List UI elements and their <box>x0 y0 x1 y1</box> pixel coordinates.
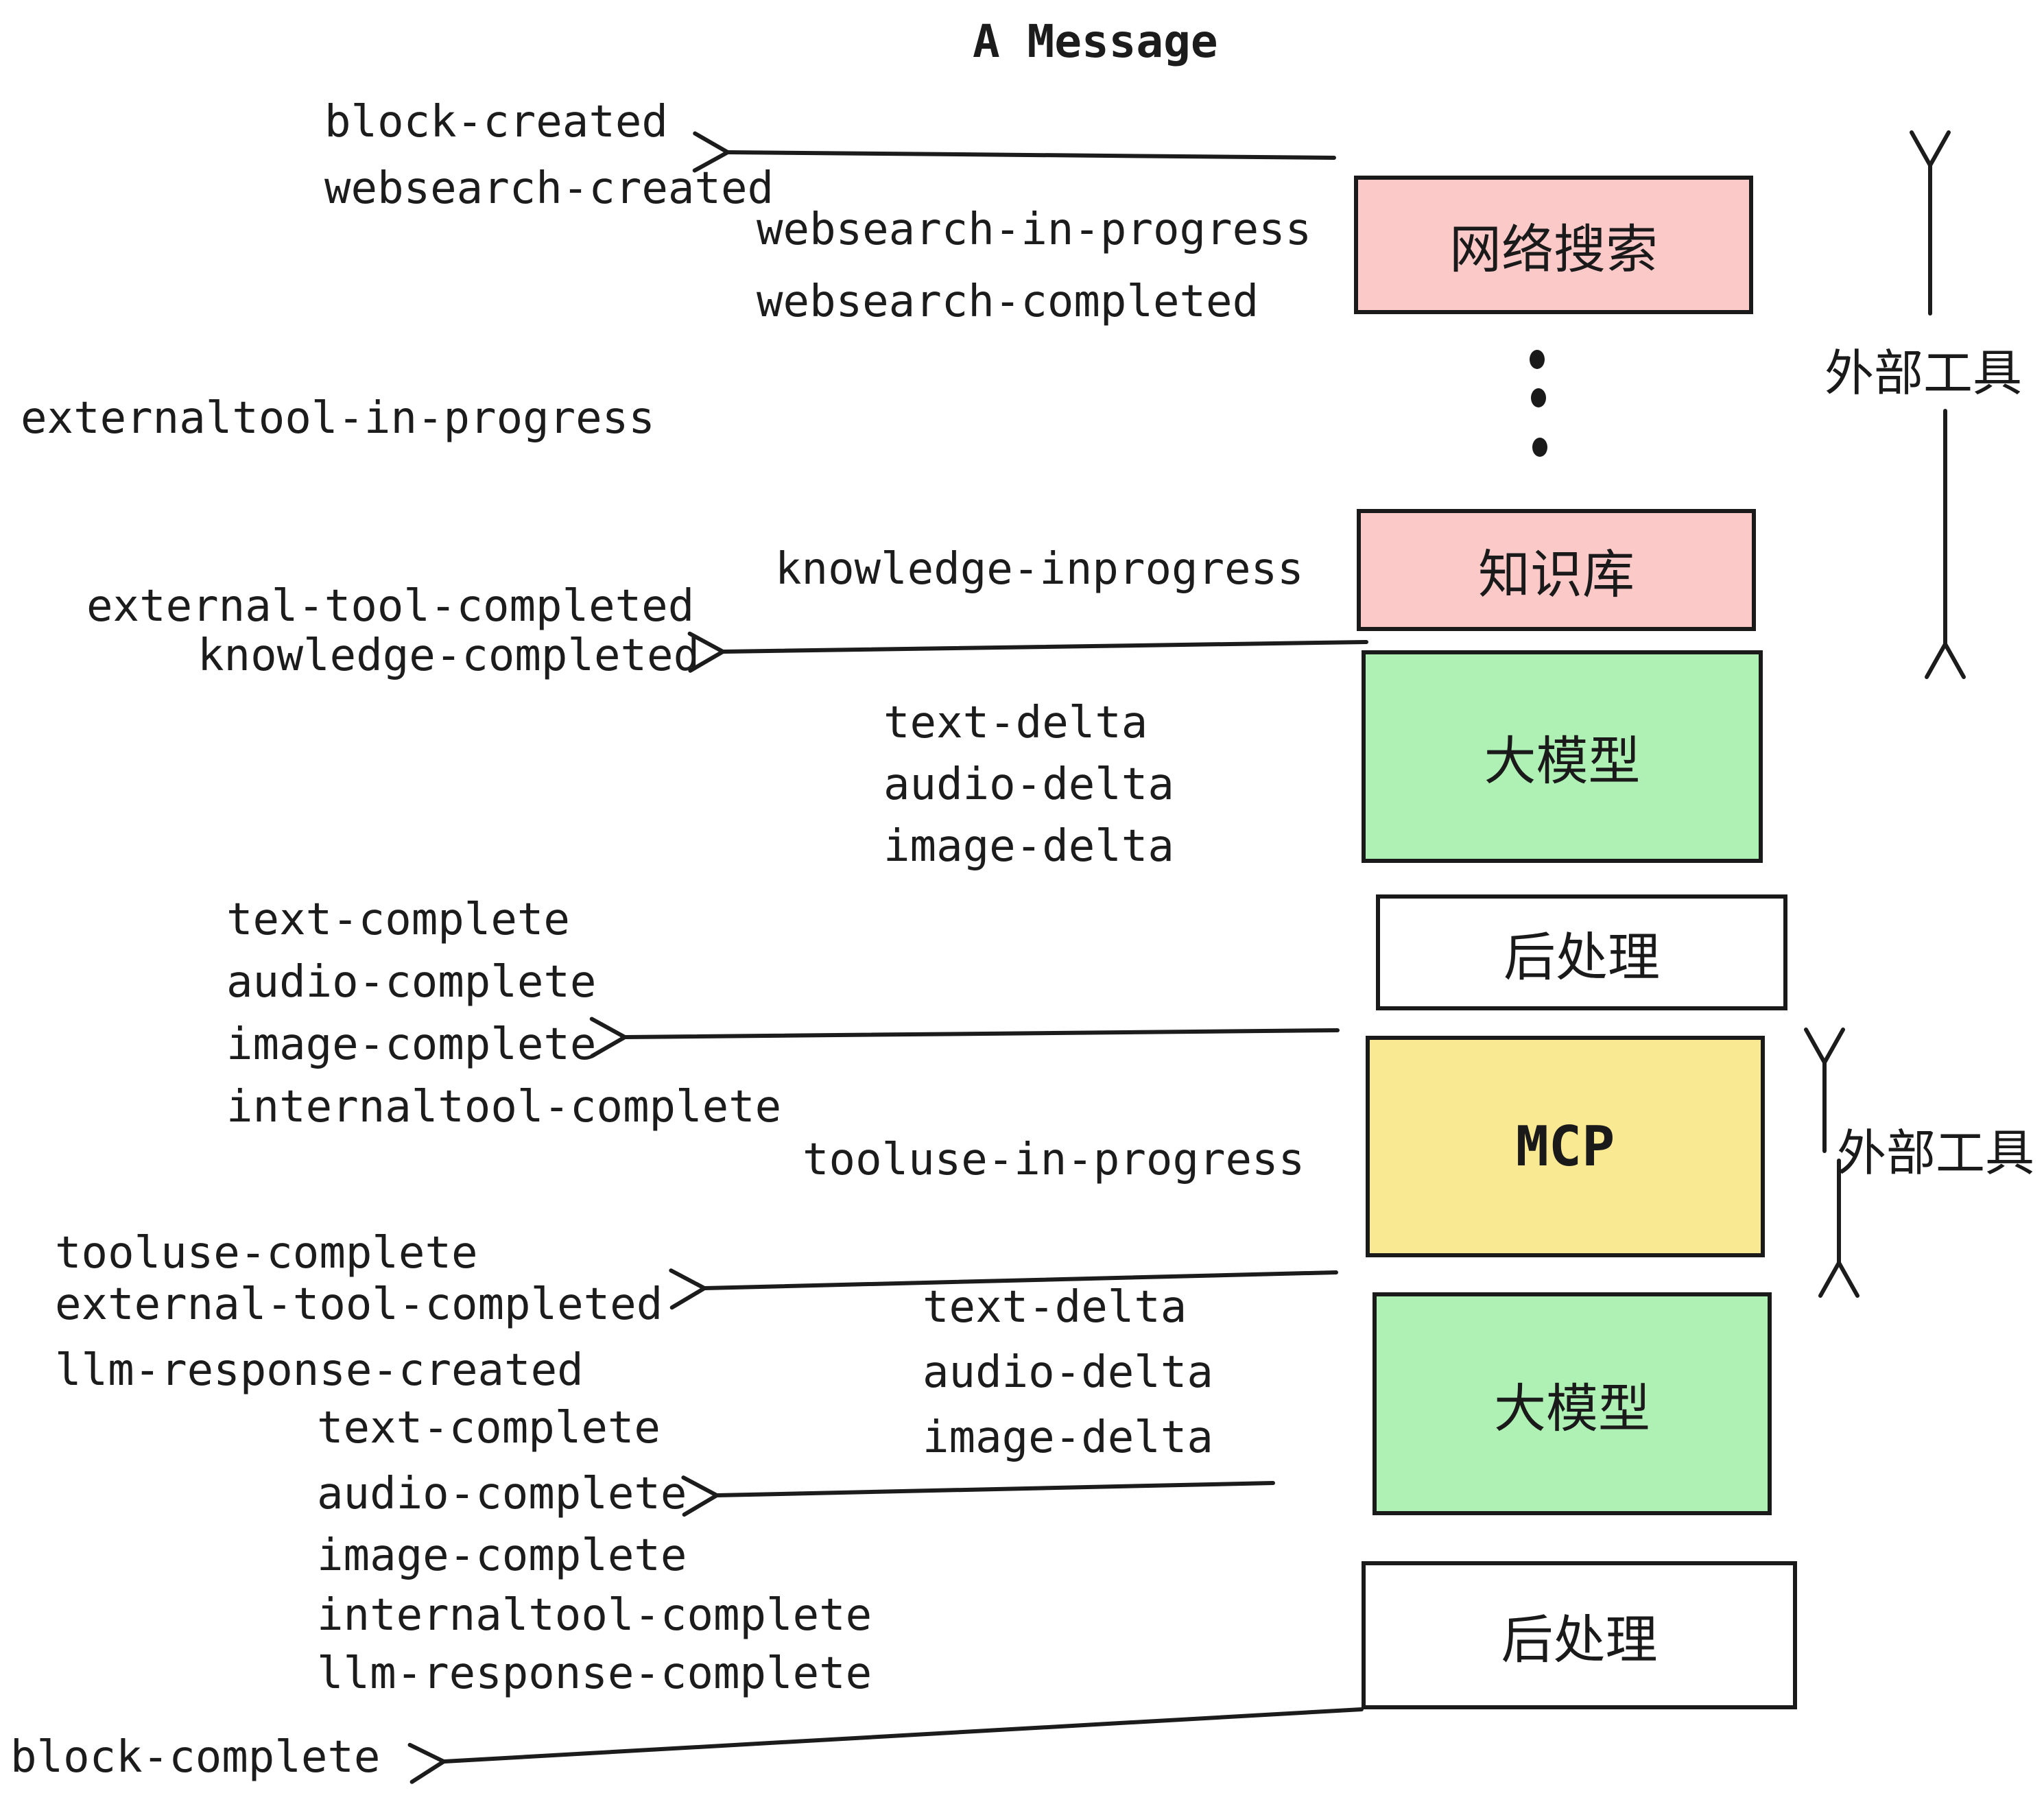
event-llm-response-complete: llm-response-complete <box>317 1648 872 1699</box>
arrow-llm2-to-audio-complete <box>681 1475 1275 1517</box>
event-audio-delta-2: audio-delta <box>923 1347 1213 1398</box>
event-external-tool-completed-1: external-tool-completed <box>86 581 695 632</box>
event-audio-complete-2: audio-complete <box>317 1469 687 1519</box>
event-knowledge-inprogress: knowledge-inprogress <box>775 544 1304 595</box>
ellipsis-dot-3 <box>1532 438 1547 457</box>
arrow-post2-to-block-complete <box>407 1707 1364 1784</box>
box-knowledge: 知识库 <box>1357 509 1756 631</box>
event-llm-response-created: llm-response-created <box>55 1345 584 1396</box>
box-postprocess-1: 后处理 <box>1376 894 1787 1010</box>
event-audio-complete-1: audio-complete <box>226 957 597 1008</box>
event-image-delta-2: image-delta <box>923 1412 1213 1463</box>
external-tools-label-mid: 外部工具 <box>1837 1124 2035 1182</box>
event-image-complete-1: image-complete <box>226 1019 597 1070</box>
event-knowledge-completed: knowledge-completed <box>198 630 700 681</box>
box-llm-1: 大模型 <box>1362 650 1763 863</box>
diagram-title: A Message <box>973 15 1218 68</box>
event-websearch-in-progress: websearch-in-progress <box>757 204 1312 255</box>
event-tooluse-in-progress: tooluse-in-progress <box>803 1135 1305 1185</box>
event-text-delta-2: text-delta <box>923 1282 1187 1333</box>
box-mcp: MCP <box>1366 1036 1765 1257</box>
external-tools-label-top: 外部工具 <box>1825 344 2023 402</box>
event-audio-delta-1: audio-delta <box>883 759 1174 810</box>
event-block-created: block-created <box>324 97 668 147</box>
event-text-complete-2: text-complete <box>317 1403 661 1453</box>
ellipsis-dot-2 <box>1531 388 1546 407</box>
box-postprocess-2: 后处理 <box>1362 1561 1797 1709</box>
event-image-complete-2: image-complete <box>317 1530 687 1581</box>
event-internaltool-complete-2: internaltool-complete <box>317 1590 872 1641</box>
event-text-delta-1: text-delta <box>883 698 1148 748</box>
box-llm-2: 大模型 <box>1372 1292 1772 1515</box>
ellipsis-dot-1 <box>1530 350 1545 369</box>
event-internaltool-complete-1: internaltool-complete <box>226 1082 782 1132</box>
arrow-mcp-to-tooluse-complete <box>669 1268 1338 1310</box>
event-block-complete: block-complete <box>10 1732 381 1783</box>
event-externaltool-in-progress: externaltool-in-progress <box>21 393 655 444</box>
event-external-tool-completed-2: external-tool-completed <box>55 1279 663 1330</box>
event-tooluse-complete: tooluse-complete <box>55 1228 478 1279</box>
event-websearch-completed: websearch-completed <box>757 276 1259 327</box>
arrow-mcp-to-image-complete <box>589 1017 1340 1058</box>
arrow-knowledge-to-knowledge-completed <box>687 631 1368 673</box>
event-image-delta-1: image-delta <box>883 821 1174 872</box>
box-websearch: 网络搜索 <box>1354 176 1753 314</box>
event-text-complete-1: text-complete <box>226 894 570 945</box>
arrow-websearch-to-block-created <box>692 131 1336 173</box>
event-websearch-created: websearch-created <box>324 163 774 214</box>
